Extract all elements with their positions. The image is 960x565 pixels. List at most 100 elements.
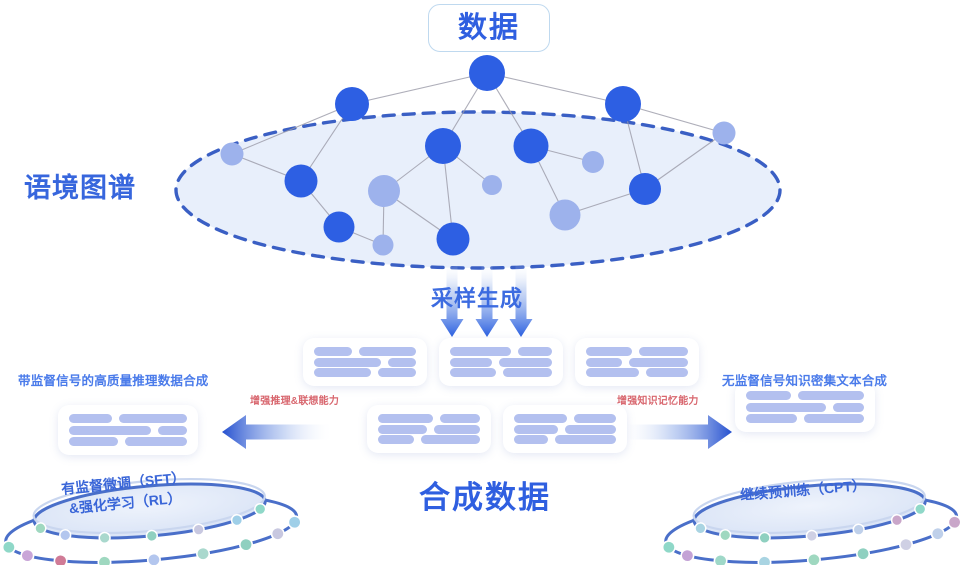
document-card-line	[314, 347, 353, 356]
platform-node-dot	[230, 514, 244, 527]
document-card-row	[514, 424, 616, 434]
platform-node-dot	[254, 502, 267, 516]
document-card-row	[450, 368, 552, 377]
platform-node-dot	[856, 546, 871, 561]
document-card-line	[450, 357, 493, 367]
document-card-line	[586, 357, 623, 367]
document-card-row	[514, 435, 616, 444]
graph-nodes	[220, 55, 736, 256]
arrow-right	[620, 415, 732, 449]
sampling-arrow	[440, 262, 464, 337]
platform-node-dot	[53, 553, 68, 565]
document-card-line	[378, 435, 415, 444]
platform-node-dot	[287, 515, 302, 530]
platform-node-dot	[930, 526, 945, 541]
data-title-box: 数据	[428, 4, 550, 52]
document-card-line	[645, 368, 688, 377]
document-card-line	[503, 368, 552, 377]
platform-node-dot	[719, 529, 732, 542]
platform-node-dot	[852, 523, 865, 536]
document-card-line	[125, 437, 187, 446]
document-card	[503, 405, 627, 453]
document-card-line	[314, 357, 381, 367]
graph-edge	[486, 72, 624, 105]
document-card-row	[586, 368, 688, 377]
platform-node-dot	[1, 540, 16, 555]
graph-boundary-ellipse	[174, 110, 782, 270]
document-card-row	[314, 357, 416, 367]
graph-edge	[351, 72, 488, 105]
document-card-line	[158, 425, 187, 435]
sampling-arrow	[475, 262, 499, 337]
document-card-line	[586, 347, 633, 356]
platform-node-dot	[97, 555, 112, 565]
document-card	[367, 405, 491, 453]
document-card-line	[359, 347, 416, 356]
platform-node-dot	[239, 537, 254, 552]
platform-node-dot	[713, 553, 728, 565]
document-card-row	[586, 357, 688, 367]
platform-node-dot	[59, 529, 72, 542]
document-card	[575, 338, 699, 386]
document-card-row	[69, 437, 187, 446]
sampling-arrow	[509, 262, 533, 337]
platform-node-dot	[98, 531, 111, 545]
graph-node	[549, 199, 581, 231]
graph-node	[629, 173, 661, 205]
document-card-row	[378, 414, 480, 423]
document-card-row	[314, 368, 416, 377]
platform-node-dot	[34, 522, 47, 535]
document-card-line	[746, 391, 792, 400]
platform-node-dot	[145, 529, 158, 543]
document-card-line	[450, 368, 497, 377]
document-card-line	[833, 402, 864, 412]
sampling-arrows	[440, 262, 533, 337]
document-card-row	[514, 414, 616, 423]
document-card-line	[378, 414, 433, 423]
graph-node	[513, 128, 549, 164]
platform-node-dot	[806, 552, 821, 565]
graph-node	[482, 175, 502, 195]
right-arrow-caption: 增强知识记忆能力	[617, 396, 699, 407]
document-card-row	[450, 357, 552, 367]
document-card-row	[746, 414, 864, 423]
document-card-line	[804, 414, 864, 423]
synthetic-data-label: 合成数据	[419, 480, 551, 515]
platform-node-dot	[805, 529, 818, 543]
platform-node-dot	[899, 537, 914, 552]
platform-cpt	[661, 478, 960, 565]
graph-node	[425, 128, 461, 164]
graph-edge	[231, 103, 353, 155]
context-graph-label: 语境图谱	[24, 173, 136, 203]
document-card-line	[639, 347, 688, 356]
document-card-line	[119, 414, 187, 423]
right-branch-caption: 无监督信号知识密集文本合成	[722, 374, 888, 388]
document-card-row	[69, 425, 187, 435]
graph-node	[582, 151, 604, 173]
document-card	[58, 405, 198, 455]
graph-node	[368, 175, 400, 207]
document-card-line	[514, 414, 567, 423]
document-card-row	[450, 347, 552, 356]
arrow-left	[222, 415, 334, 449]
platform-node-dot	[914, 502, 927, 516]
document-card-line	[746, 414, 798, 423]
document-card-line	[586, 368, 639, 377]
left-branch-caption: 带监督信号的高质量推理数据合成	[18, 374, 209, 388]
document-card-row	[586, 347, 688, 356]
document-card-line	[378, 424, 427, 434]
graph-node	[220, 142, 244, 166]
document-card-line	[450, 347, 511, 356]
document-card-line	[433, 424, 480, 434]
platform-node-dot	[890, 514, 904, 527]
platform-node-dot	[270, 526, 285, 541]
graph-node	[372, 234, 394, 256]
document-card-line	[439, 414, 480, 423]
platform-node-dot	[20, 548, 35, 563]
platform-node-dot	[192, 523, 205, 536]
document-card-line	[377, 368, 416, 377]
document-card-line	[387, 357, 416, 367]
document-card	[303, 338, 427, 386]
graph-node	[335, 87, 369, 121]
